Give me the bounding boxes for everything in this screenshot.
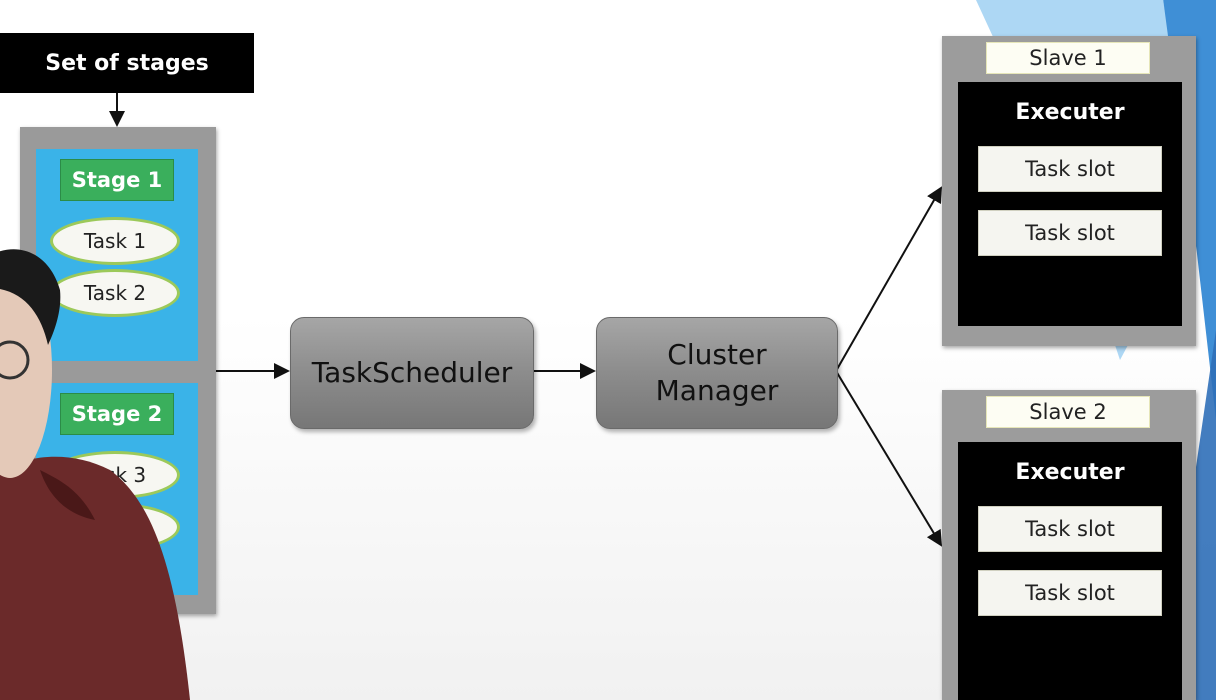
presenter-glasses: [0, 340, 30, 380]
cluster-manager-line-2: Manager: [655, 374, 779, 407]
arrow-manager-to-slave-2: [835, 370, 943, 547]
slave-2-executor-label: Executer: [1015, 460, 1125, 485]
slave-1-task-slot-2: Task slot: [978, 210, 1162, 256]
presenter-collar: [40, 470, 95, 520]
slave-2-title: Slave 2: [986, 396, 1150, 428]
slave-1-box: Slave 1 Executer Task slot Task slot: [942, 36, 1196, 346]
slave-2-executor: Executer Task slot Task slot: [958, 442, 1182, 700]
slave-1-title: Slave 1: [986, 42, 1150, 74]
stage-2-title: Stage 2: [60, 393, 174, 435]
slave-1-executor-label: Executer: [1015, 100, 1125, 125]
slave-2-task-slot-1: Task slot: [978, 506, 1162, 552]
presenter-body: [0, 456, 190, 700]
stage-1-box: Stage 1 Task 1 Task 2: [36, 149, 198, 361]
stage-1-title: Stage 1: [60, 159, 174, 201]
set-of-stages-label: Set of stages: [0, 33, 254, 93]
slave-2-box: Slave 2 Executer Task slot Task slot: [942, 390, 1196, 700]
cluster-manager-box: Cluster Manager: [596, 317, 838, 429]
slave-1-executor: Executer Task slot Task slot: [958, 82, 1182, 326]
task-1-oval: Task 1: [50, 217, 180, 265]
presenter-hair: [0, 249, 61, 345]
slave-1-task-slot-1: Task slot: [978, 146, 1162, 192]
arrow-manager-to-slave-1: [835, 186, 942, 372]
presenter-webcam-overlay: [0, 249, 190, 700]
slave-2-task-slot-2: Task slot: [978, 570, 1162, 616]
task-scheduler-box: TaskScheduler: [290, 317, 534, 429]
cluster-manager-line-1: Cluster: [667, 337, 767, 371]
